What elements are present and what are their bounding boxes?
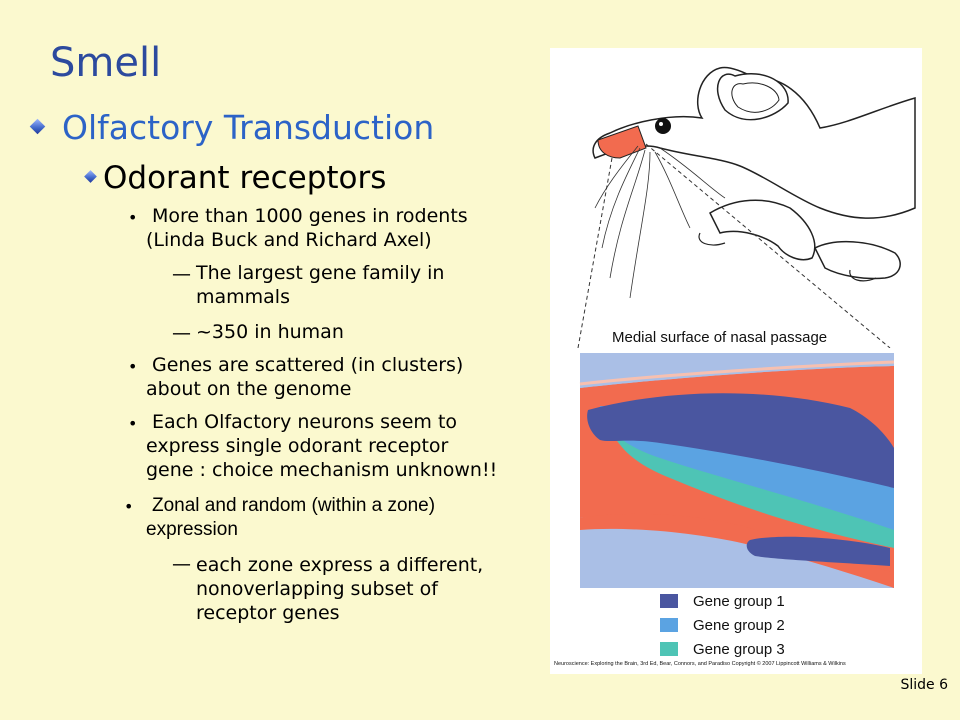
legend-swatch-group-2: [660, 618, 678, 632]
subbullet-3-line-2: nonoverlapping subset of: [196, 578, 438, 600]
subbullet-3-line-1: each zone express a different,: [196, 554, 484, 576]
bullet-2-line-2: about on the genome: [146, 378, 352, 400]
figure-caption-title: Medial surface of nasal passage: [612, 329, 828, 346]
legend-swatch-group-1: [660, 594, 678, 608]
bullet-2-line-1: Genes are scattered (in clusters): [152, 354, 464, 376]
nasal-passage-figure: Medial surface of nasal passage Gene gro…: [550, 48, 922, 674]
level2-heading: Odorant receptors: [103, 160, 387, 196]
subbullet-1-line-1: The largest gene family in: [196, 262, 445, 284]
subbullet-1-line-2: mammals: [196, 286, 290, 308]
subbullet-dash: —: [172, 553, 191, 575]
subbullet-dash: —: [172, 322, 191, 344]
bullet-glyph: •: [124, 497, 134, 516]
bullet-4-line-1: Zonal and random (within a zone): [152, 495, 436, 516]
bullet-glyph: •: [128, 414, 138, 433]
level1-heading: Olfactory Transduction: [62, 108, 435, 147]
bullet-glyph: •: [128, 357, 138, 376]
bullet-4-line-2: expression: [146, 519, 238, 540]
subbullet-dash: —: [172, 263, 191, 285]
figure-credit: Neuroscience: Exploring the Brain, 3rd E…: [554, 661, 846, 667]
subbullet-3-line-3: receptor genes: [196, 602, 340, 624]
bullet-glyph: •: [128, 208, 138, 227]
slide-title: Smell: [50, 40, 162, 86]
bullet-3-line-2: express single odorant receptor: [146, 435, 449, 457]
slide-number: Slide 6: [900, 677, 948, 693]
bullet-3-line-1: Each Olfactory neurons seem to: [152, 411, 458, 433]
legend-label-group-1: Gene group 1: [693, 593, 785, 610]
legend-swatch-group-3: [660, 642, 678, 656]
level2-bullet-icon: [84, 170, 97, 183]
bullet-1-line-2: (Linda Buck and Richard Axel): [146, 229, 432, 251]
legend-label-group-2: Gene group 2: [693, 617, 785, 634]
bullet-3-line-3: gene : choice mechanism unknown!!: [146, 459, 498, 481]
bullet-1-line-1: More than 1000 genes in rodents: [152, 205, 468, 227]
subbullet-2-line-1: ~350 in human: [196, 321, 344, 343]
legend-label-group-3: Gene group 3: [693, 641, 785, 658]
rodent-illustration: [577, 66, 916, 656]
level1-bullet-icon: [29, 118, 46, 135]
